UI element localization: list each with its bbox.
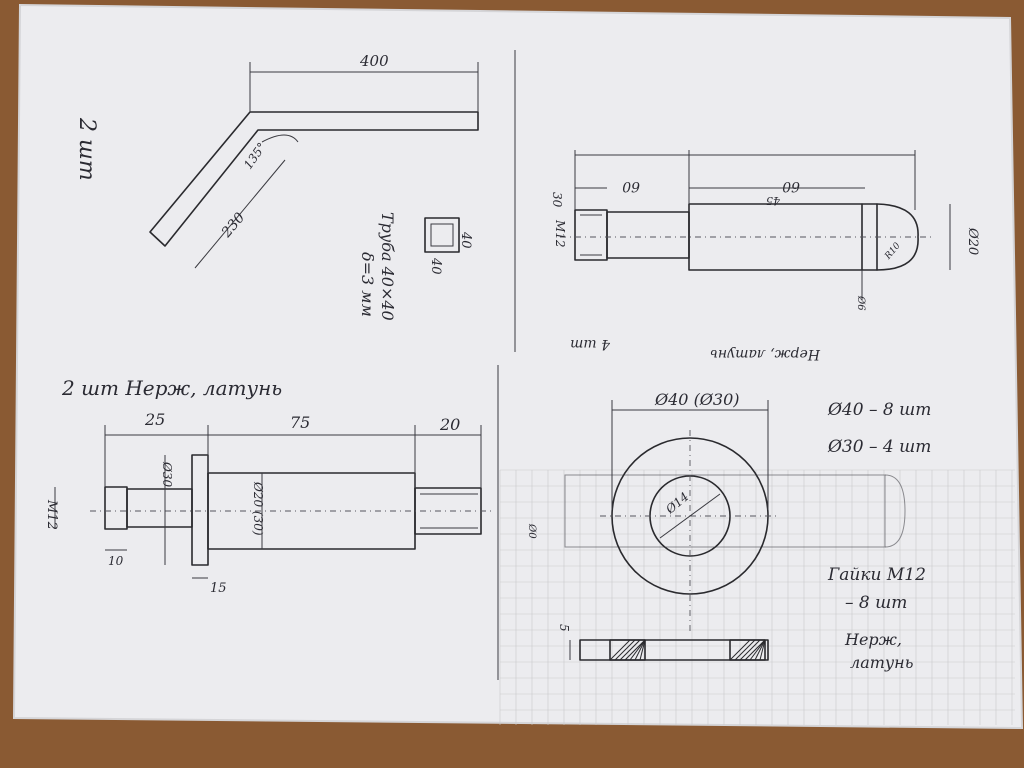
washer-material-line2: латунь bbox=[850, 653, 913, 672]
head-dia-label: Ø30 bbox=[160, 461, 174, 487]
angle-arc bbox=[261, 134, 299, 143]
dim-right-label: 60 bbox=[782, 178, 800, 194]
bolt-header: 2 шт Нерж, латунь bbox=[61, 376, 282, 400]
pin-qty-label: 4 шт bbox=[570, 336, 611, 352]
tube-section-inner bbox=[430, 223, 454, 247]
dim-10-label: 10 bbox=[108, 554, 124, 568]
hatch-lines bbox=[609, 639, 766, 661]
note-40-label: Ø40 – 8 шт bbox=[827, 400, 931, 420]
material-line1: Труба 40×40 bbox=[378, 212, 397, 321]
tube-section-outer bbox=[424, 217, 460, 253]
washer-drawing: Ø40 (Ø30) Ø14 Ø40 – 8 шт Ø30 – 4 шт Ø0 5… bbox=[526, 390, 931, 672]
thread-len-label: 30 bbox=[550, 192, 564, 208]
thread-label: M12 bbox=[553, 219, 567, 248]
paper-sheet bbox=[14, 5, 1022, 728]
paper-edge bbox=[12, 3, 1024, 730]
pin-rounded-end bbox=[876, 203, 919, 271]
bolt-drawing: 2 шт Нерж, латунь 25 75 20 M12 Ø30 Ø20 (… bbox=[44, 376, 492, 596]
nuts-qty-label: – 8 шт bbox=[845, 593, 907, 613]
ghost-pin-end bbox=[884, 474, 906, 548]
washer-material-line1: Нерж, bbox=[844, 630, 902, 649]
section-side-b: 40 bbox=[428, 257, 443, 275]
dim-line-inner bbox=[659, 493, 721, 539]
dim-25-label: 25 bbox=[144, 410, 165, 429]
washer-section bbox=[579, 639, 769, 661]
hatched-area-left bbox=[609, 639, 646, 661]
pin-drawing: 60 60 45 30 M12 Ø20 R10 Ø6 4 шт Нерж, ла… bbox=[550, 150, 980, 362]
chamfer-label: Ø6 bbox=[855, 295, 866, 311]
dim-mid-label: 45 bbox=[766, 194, 781, 207]
dimension-line-230 bbox=[194, 159, 286, 269]
thickness-label: 5 bbox=[557, 624, 571, 632]
dim-left-label: 60 bbox=[622, 178, 640, 194]
dim-15-label: 15 bbox=[210, 581, 227, 596]
section-side-a: 40 bbox=[458, 231, 473, 249]
note-30-label: Ø30 – 4 шт bbox=[827, 437, 931, 457]
dia-label: Ø20 bbox=[965, 227, 980, 255]
material-line2: δ=3 мм bbox=[358, 252, 377, 317]
hatched-area-right bbox=[729, 639, 766, 661]
ghost-pin-outline bbox=[564, 474, 886, 548]
dim-400-label: 400 bbox=[359, 52, 389, 70]
qty-label: 2 шт bbox=[74, 117, 99, 181]
dim-75-label: 75 bbox=[290, 413, 310, 432]
body-dia-label: Ø20 (30) bbox=[251, 481, 265, 536]
dim-20-label: 20 bbox=[439, 415, 460, 434]
pin-material-label: Нерж, латунь bbox=[710, 346, 821, 362]
side-label: Ø0 bbox=[526, 523, 537, 539]
nuts-label: Гайки М12 bbox=[827, 565, 926, 585]
outer-dia-label: Ø40 (Ø30) bbox=[654, 390, 740, 409]
bolt-thread-label: M12 bbox=[44, 499, 59, 530]
